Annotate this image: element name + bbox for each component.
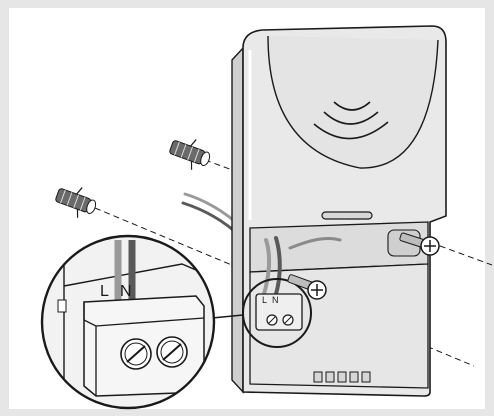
internal-wire-grey	[262, 238, 272, 296]
device-terminal-block: L N	[255, 293, 303, 331]
signal-arc-middle	[323, 111, 379, 125]
wall-plug-upper	[169, 139, 211, 170]
bottom-vent	[313, 371, 371, 383]
cover-slot	[321, 211, 373, 220]
terminal-highlight-circle	[242, 278, 312, 348]
magnified-inset: L N	[40, 234, 216, 410]
screw-lower	[287, 274, 327, 300]
device-housing	[231, 25, 447, 397]
inset-terminal-screw-left	[120, 338, 152, 370]
wall-plug-icon	[169, 140, 206, 165]
inset-live-label: L	[100, 283, 109, 300]
top-cover-dome	[267, 35, 439, 169]
internal-wire-bend	[288, 236, 342, 250]
wall-plug-icon	[55, 188, 92, 213]
screw-upper	[399, 232, 440, 256]
internal-wire-dark	[274, 236, 282, 296]
device-live-label: L	[262, 295, 267, 305]
leader-line	[211, 314, 244, 319]
signal-arc-outer	[313, 121, 389, 140]
internal-wires	[262, 236, 342, 296]
signal-arc-inner	[333, 101, 371, 111]
device-neutral-label: N	[272, 295, 279, 305]
wall-plug-lower	[55, 187, 97, 218]
inset-terminal-screw-right	[156, 336, 188, 368]
inset-neutral-label: N	[120, 283, 132, 300]
housing-side	[231, 46, 244, 394]
inset-border	[40, 234, 216, 410]
